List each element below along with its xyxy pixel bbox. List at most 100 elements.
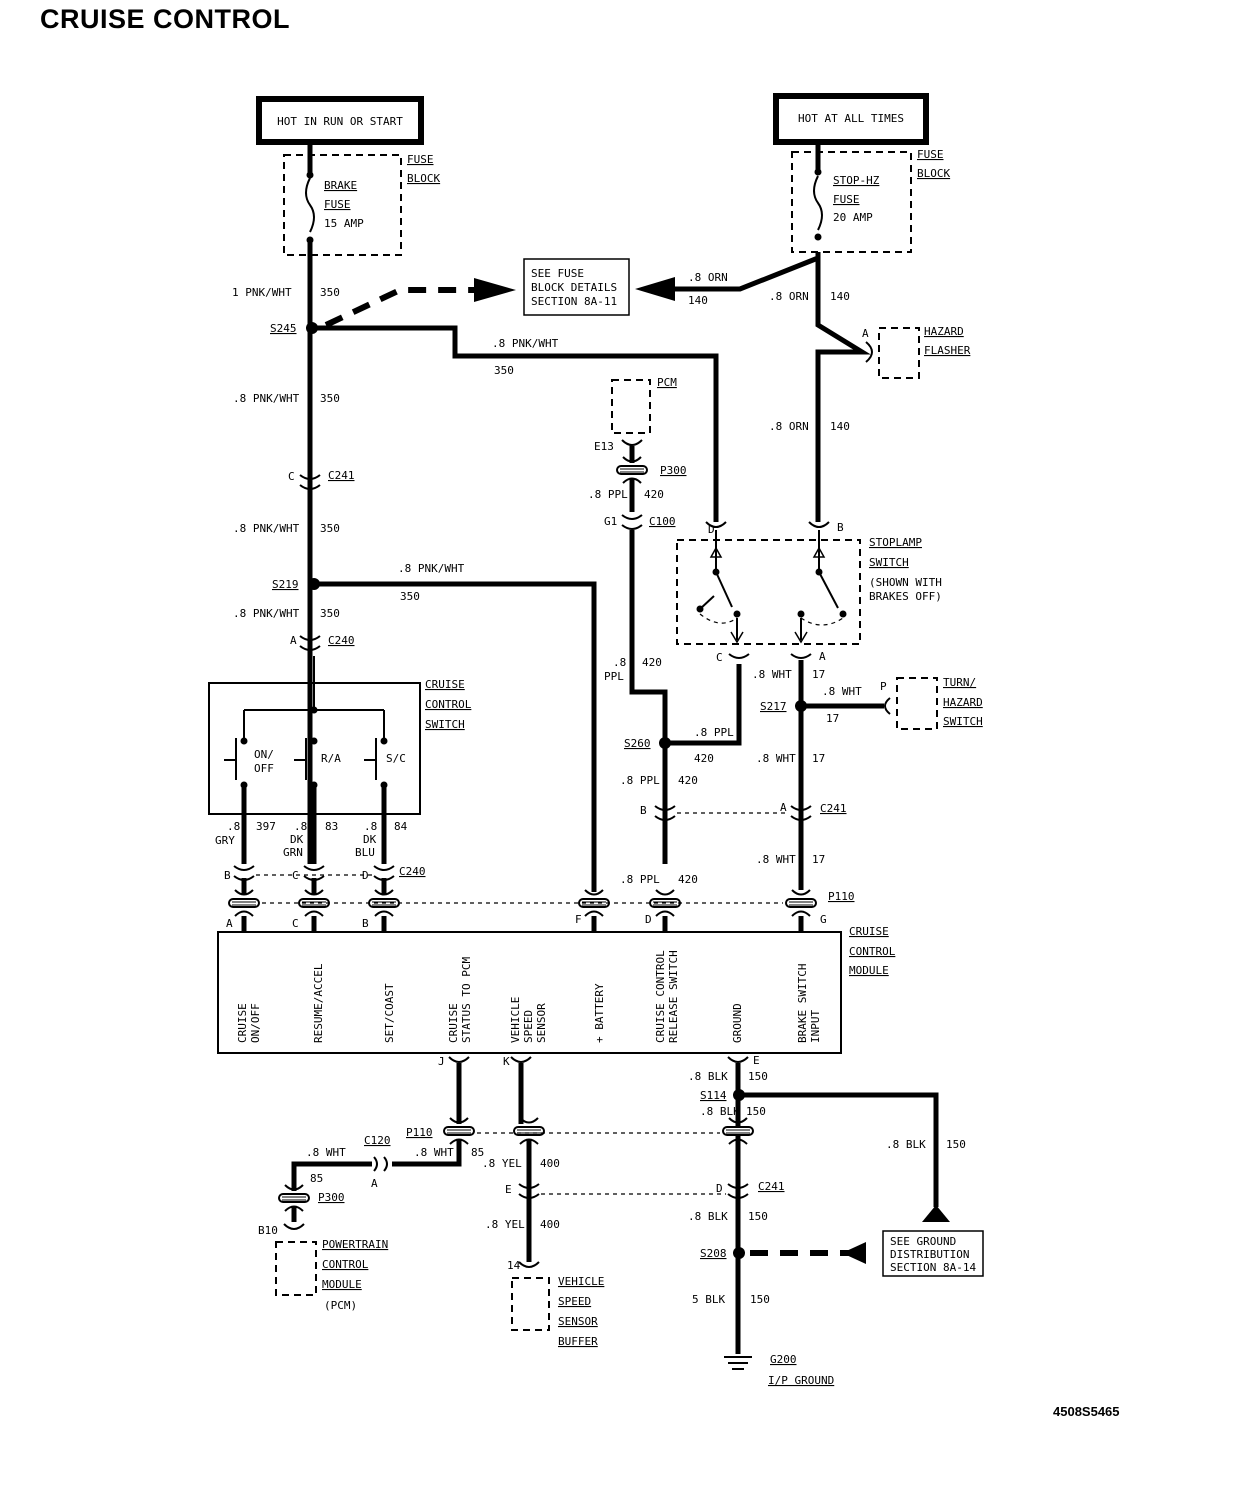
wire-ppl-420 xyxy=(629,530,668,864)
connector-p110-top: A C B F D G P110 xyxy=(226,889,855,930)
svg-text:CRUISE CONTROL: CRUISE CONTROL xyxy=(654,950,667,1043)
label-yel-1: .8 YEL xyxy=(482,1157,522,1170)
label-c120: C120 xyxy=(364,1134,391,1147)
label-140-2: 140 xyxy=(830,290,850,303)
svg-text:SET/COAST: SET/COAST xyxy=(383,983,396,1043)
pcm2-label-1: POWERTRAIN xyxy=(322,1238,388,1251)
label-150-2: 150 xyxy=(946,1138,966,1151)
label-17-1: 17 xyxy=(812,668,825,681)
label-84: 84 xyxy=(394,820,408,833)
svg-text:RELEASE SWITCH: RELEASE SWITCH xyxy=(667,950,680,1043)
label-p300-1: P300 xyxy=(660,464,687,477)
stoplamp-label-3: (SHOWN WITH xyxy=(869,576,942,589)
label-dkblu-2: DK xyxy=(363,833,377,846)
vss-label-4: BUFFER xyxy=(558,1335,598,1348)
label-85-1: 85 xyxy=(471,1146,484,1159)
label-pnkwht-1: 1 PNK/WHT xyxy=(232,286,292,299)
label-dkgrn-2: DK xyxy=(290,833,304,846)
label-350-2: 350 xyxy=(494,364,514,377)
ground-symbol: G200 I/P GROUND xyxy=(724,1353,834,1387)
fuse-block-label-2: BLOCK xyxy=(407,172,440,185)
pcm-label: PCM xyxy=(657,376,677,389)
label-dkgrn-3: GRN xyxy=(283,846,303,859)
fuse-block-label-1: FUSE xyxy=(407,153,434,166)
fuse-details-reference: SEE FUSE BLOCK DETAILS SECTION 8A-11 xyxy=(523,258,630,316)
module-label-3: MODULE xyxy=(849,964,889,977)
svg-text:CRUISE: CRUISE xyxy=(236,1003,249,1043)
hot-at-all-times-label: HOT AT ALL TIMES xyxy=(798,112,904,125)
module-pin-e: E xyxy=(753,1054,760,1067)
svg-text:STATUS TO PCM: STATUS TO PCM xyxy=(460,957,473,1043)
svg-text:VEHICLE: VEHICLE xyxy=(509,997,522,1043)
stoplamp-label-4: BRAKES OFF) xyxy=(869,590,942,603)
c241-pin-d: D xyxy=(716,1182,723,1195)
c240-pin-a: A xyxy=(290,634,297,647)
switch-sc-label: S/C xyxy=(386,752,406,765)
connector-c241-bottom: E D C241 xyxy=(505,1180,785,1199)
c240-pin-c: C xyxy=(292,869,299,882)
stop-hz-fuse-name: STOP-HZ xyxy=(833,174,880,187)
turn-hazard-switch: P TURN/ HAZARD SWITCH xyxy=(880,676,983,730)
label-150-4: 150 xyxy=(748,1210,768,1223)
cruise-control-module: CRUISE CONTROL MODULE CRUISE ON/OFF RESU… xyxy=(217,925,896,1054)
pin-ground: GROUND xyxy=(731,1003,744,1043)
label-350-5: 350 xyxy=(400,590,420,603)
label-85-2: 85 xyxy=(310,1172,323,1185)
p110-pin-c: C xyxy=(292,917,299,930)
module-pin-j: J xyxy=(438,1055,445,1068)
switch-on-label: ON/ xyxy=(254,748,274,761)
stoplamp-pin-a: A xyxy=(819,650,826,663)
c100-pin-g1: G1 xyxy=(604,515,617,528)
vss-pin-14: 14 xyxy=(507,1259,521,1272)
label-420-3: 420 xyxy=(694,752,714,765)
stoplamp-pin-c: C xyxy=(716,651,723,664)
label-wht-3: .8 WHT xyxy=(756,752,796,765)
label-s208: S208 xyxy=(700,1247,727,1260)
label-350-3: 350 xyxy=(320,392,340,405)
label-c241-2: C241 xyxy=(820,802,847,815)
label-350-6: 350 xyxy=(320,607,340,620)
label-ppl-3: .8 PPL xyxy=(694,726,734,739)
stoplamp-pin-d: D xyxy=(708,523,715,536)
pcm2-label-3: MODULE xyxy=(322,1278,362,1291)
stoplamp-label-1: STOPLAMP xyxy=(869,536,922,549)
label-s217: S217 xyxy=(760,700,787,713)
svg-text:CRUISE: CRUISE xyxy=(447,1003,460,1043)
label-17-3: 17 xyxy=(812,752,825,765)
svg-text:SPEED: SPEED xyxy=(522,1010,535,1043)
label-blk-5: 5 BLK xyxy=(692,1293,725,1306)
hazard-label-1: HAZARD xyxy=(924,325,964,338)
connector-c240: B C D C240 xyxy=(224,865,426,882)
module-label-2: CONTROL xyxy=(849,945,896,958)
module-label-1: CRUISE xyxy=(849,925,889,938)
label-s260: S260 xyxy=(624,737,651,750)
wire-wht-85-b xyxy=(291,1161,372,1191)
brake-fuse-name: BRAKE xyxy=(324,179,357,192)
vss-label-1: VEHICLE xyxy=(558,1275,604,1288)
turn-hazard-label-1: TURN/ xyxy=(943,676,976,689)
label-ppl-4: .8 PPL xyxy=(620,774,660,787)
label-140-3: 140 xyxy=(830,420,850,433)
label-p110-1: P110 xyxy=(828,890,855,903)
svg-text:SENSOR: SENSOR xyxy=(535,1003,548,1043)
stop-hz-fuse: STOP-HZ FUSE 20 AMP FUSE BLOCK xyxy=(791,142,950,253)
p110-pin-f: F xyxy=(575,913,582,926)
label-pnkwht-6: .8 PNK/WHT xyxy=(233,607,300,620)
label-ppl-2b: PPL xyxy=(604,670,624,683)
svg-text:BRAKE SWITCH: BRAKE SWITCH xyxy=(796,964,809,1043)
vss-buffer: VEHICLE SPEED SENSOR BUFFER xyxy=(511,1275,604,1348)
diagram-code: 4508S5465 xyxy=(1053,1404,1120,1419)
label-350-1: 350 xyxy=(320,286,340,299)
label-350-4: 350 xyxy=(320,522,340,535)
label-ppl-1: .8 PPL xyxy=(588,488,628,501)
pin-battery: + BATTERY xyxy=(593,983,606,1043)
c241-pin-a: A xyxy=(780,801,787,814)
wire-wht-85-a xyxy=(392,1140,462,1167)
pin-cruise-status: CRUISE STATUS TO PCM xyxy=(447,957,473,1043)
label-420-2: 420 xyxy=(642,656,662,669)
label-420-4: 420 xyxy=(678,774,698,787)
pcm2-label-2: CONTROL xyxy=(322,1258,369,1271)
label-140-1: 140 xyxy=(688,294,708,307)
label-c240-1: C240 xyxy=(328,634,355,647)
pcm-pin-e13: E13 xyxy=(594,440,614,453)
